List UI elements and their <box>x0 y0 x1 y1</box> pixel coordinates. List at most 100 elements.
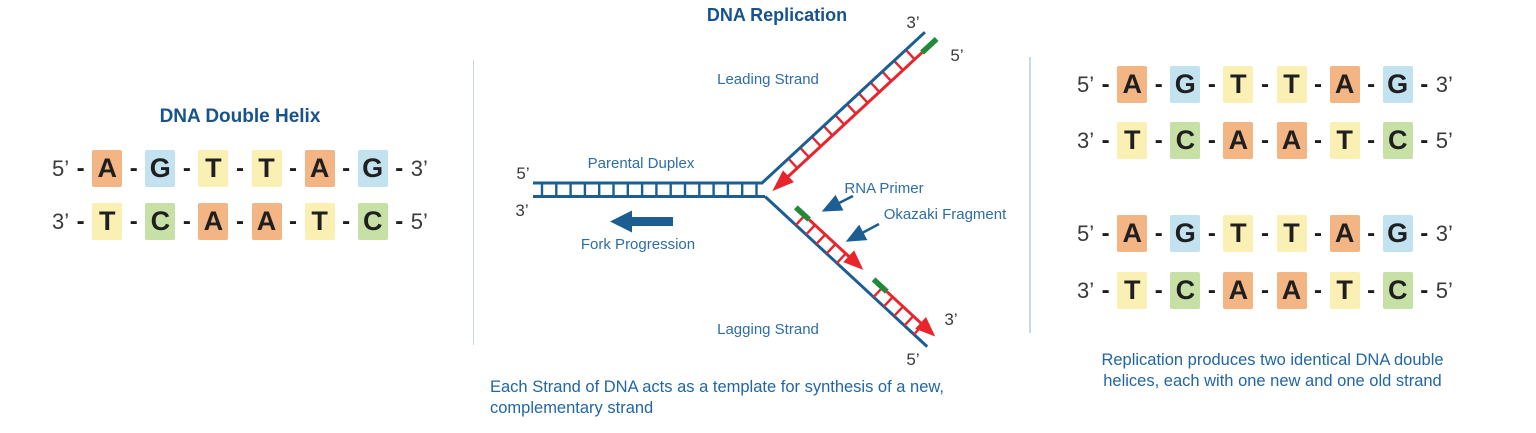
base-tile-a: A <box>251 203 282 240</box>
okazaki-1-rail <box>808 218 852 259</box>
base-tile-t: T <box>1117 272 1148 309</box>
replication-fork-diagram <box>533 31 939 348</box>
prime-label: 3’ <box>52 208 70 234</box>
dash-separator: - <box>1367 219 1376 247</box>
dash-separator: - <box>1154 219 1163 247</box>
middle-caption-line-1: Each Strand of DNA acts as a template fo… <box>490 378 944 396</box>
leading-3-prime-label: 3’ <box>906 13 920 32</box>
rna-primer-label: RNA Primer <box>844 180 924 197</box>
leading-strand-rungs <box>787 49 916 169</box>
helix2-strand-row-bottom: 3’-T-C-A-A-T-C-5’ <box>1077 272 1453 309</box>
dash-separator: - <box>1260 126 1269 154</box>
base-tile-t: T <box>92 203 123 240</box>
panel-divider-left <box>473 60 474 345</box>
base-tile-g: G <box>1170 66 1201 103</box>
lagging-5-prime-label: 5’ <box>906 350 920 369</box>
base-tile-c: C <box>1382 122 1413 159</box>
dash-separator: - <box>1314 219 1323 247</box>
okazaki-1-rna-primer-segment <box>793 205 811 222</box>
base-tile-c: C <box>1382 272 1413 309</box>
prime-label: 3’ <box>1435 71 1453 97</box>
base-tile-a: A <box>198 203 229 240</box>
dash-separator: - <box>129 207 138 235</box>
base-tile-a: A <box>1117 215 1148 252</box>
parental-5-prime-label: 5’ <box>516 164 530 183</box>
leading-new-strand-rail <box>785 51 924 179</box>
prime-label: 5’ <box>1435 127 1453 153</box>
base-tile-c: C <box>1170 272 1201 309</box>
helix1-strand-row-top: 5’-A-G-T-T-A-G-3’ <box>1077 66 1453 103</box>
dash-separator: - <box>1314 276 1323 304</box>
dash-separator: - <box>76 154 85 182</box>
base-tile-t: T <box>1223 66 1254 103</box>
dash-separator: - <box>289 154 298 182</box>
base-tile-g: G <box>145 150 176 187</box>
dna-strand-row-top: 5’-A-G-T-T-A-G-3’ <box>52 150 428 187</box>
dash-separator: - <box>1420 70 1429 98</box>
dash-separator: - <box>235 154 244 182</box>
dash-separator: - <box>1420 126 1429 154</box>
leading-strand-arrowhead-icon <box>772 170 794 192</box>
dash-separator: - <box>1367 126 1376 154</box>
dash-separator: - <box>1154 126 1163 154</box>
prime-label: 3’ <box>1077 127 1095 153</box>
dash-separator: - <box>1260 219 1269 247</box>
lagging-strand-ladder <box>763 195 936 348</box>
base-tile-a: A <box>1329 215 1360 252</box>
okazaki-2-rna-primer-segment <box>871 277 889 294</box>
base-tile-a: A <box>1276 122 1307 159</box>
prime-label: 5’ <box>410 208 428 234</box>
base-tile-g: G <box>1170 215 1201 252</box>
leading-strand-label: Leading Strand <box>717 71 819 88</box>
dash-separator: - <box>289 207 298 235</box>
dash-separator: - <box>1101 126 1110 154</box>
dash-separator: - <box>1101 276 1110 304</box>
helix2-strand-row-top: 5’-A-G-T-T-A-G-3’ <box>1077 215 1453 252</box>
dash-separator: - <box>1101 70 1110 98</box>
dash-separator: - <box>1101 219 1110 247</box>
prime-label: 5’ <box>1435 277 1453 303</box>
dash-separator: - <box>342 207 351 235</box>
base-tile-c: C <box>357 203 388 240</box>
right-panel-caption: Replication produces two identical DNA d… <box>1080 350 1465 392</box>
dash-separator: - <box>1207 70 1216 98</box>
helix1-strand-row-bottom: 3’-T-C-A-A-T-C-5’ <box>1077 122 1453 159</box>
okazaki-1-rungs <box>794 214 847 264</box>
parental-duplex-label: Parental Duplex <box>587 155 695 172</box>
panel-divider-right <box>1029 57 1031 333</box>
okazaki-fragment-1 <box>793 205 864 270</box>
leading-5-prime-label: 5’ <box>950 46 964 65</box>
dash-separator: - <box>395 154 404 182</box>
dash-separator: - <box>1154 276 1163 304</box>
parental-duplex-rails <box>533 181 765 198</box>
dash-separator: - <box>1367 70 1376 98</box>
leading-strand-ladder <box>760 31 939 192</box>
base-tile-a: A <box>92 150 123 187</box>
dash-separator: - <box>1207 126 1216 154</box>
dash-separator: - <box>1420 276 1429 304</box>
leading-template-rail <box>760 31 926 185</box>
base-tile-t: T <box>1276 66 1307 103</box>
base-tile-t: T <box>1329 122 1360 159</box>
okazaki-2-arrowhead-icon <box>915 316 936 337</box>
okazaki-1-arrowhead-icon <box>843 250 864 270</box>
parental-3-prime-label: 3’ <box>515 201 529 220</box>
middle-panel-title: DNA Replication <box>706 5 848 25</box>
base-tile-t: T <box>1329 272 1360 309</box>
rna-primer-pointer-arrow <box>821 194 854 212</box>
middle-panel-caption: Each Strand of DNA acts as a template fo… <box>490 377 1005 419</box>
right-caption-line-1: Replication produces two identical DNA d… <box>1101 351 1444 369</box>
dash-separator: - <box>1207 276 1216 304</box>
prime-label: 5’ <box>1077 71 1095 97</box>
base-tile-t: T <box>198 150 229 187</box>
lagging-strand-label: Lagging Strand <box>717 321 819 338</box>
fork-progression-label: Fork Progression <box>580 236 696 253</box>
prime-label: 5’ <box>52 155 70 181</box>
dash-separator: - <box>182 207 191 235</box>
dna-strand-row-bottom: 3’-T-C-A-A-T-C-5’ <box>52 203 428 240</box>
parental-duplex-rungs <box>540 183 758 197</box>
dash-separator: - <box>1260 276 1269 304</box>
prime-label: 3’ <box>410 155 428 181</box>
base-tile-t: T <box>1117 122 1148 159</box>
